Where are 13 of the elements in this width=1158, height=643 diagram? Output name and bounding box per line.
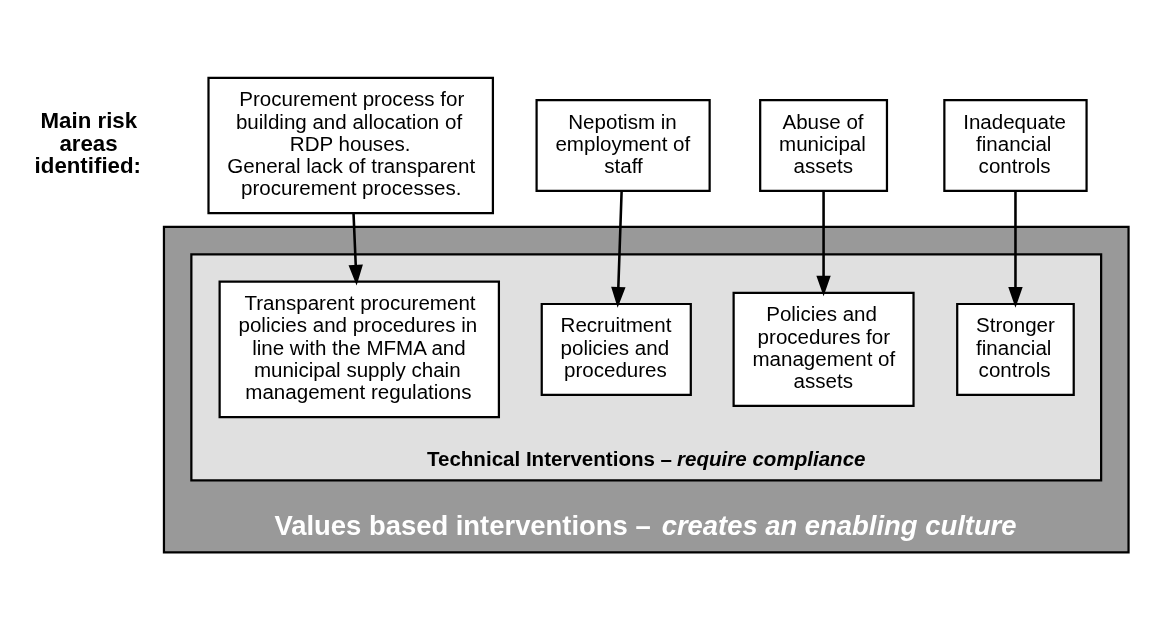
node-box: Inadequate financial controls [943,98,1088,192]
label: Main risk areas identified: [34,107,141,178]
arrow [1008,190,1023,308]
node-box: Transparent procurement policies and procedures in line with the MFMA and municipal supply chain management regulations [218,280,500,418]
node-box: Procurement process for building and allocation of RDP houses. General lack of transparent procurement processes. [207,76,495,214]
node-box: Nepotism in employment of staff [535,98,711,192]
arrow [611,190,626,308]
node-box: Stronger financial controls [956,302,1075,396]
node-box: Abuse of municipal assets [759,98,889,192]
node-box: Recruitment policies and procedures [540,302,692,396]
arrow [816,190,831,296]
arrow [348,212,363,285]
node-box: Policies and procedures for management of assets [732,291,915,407]
